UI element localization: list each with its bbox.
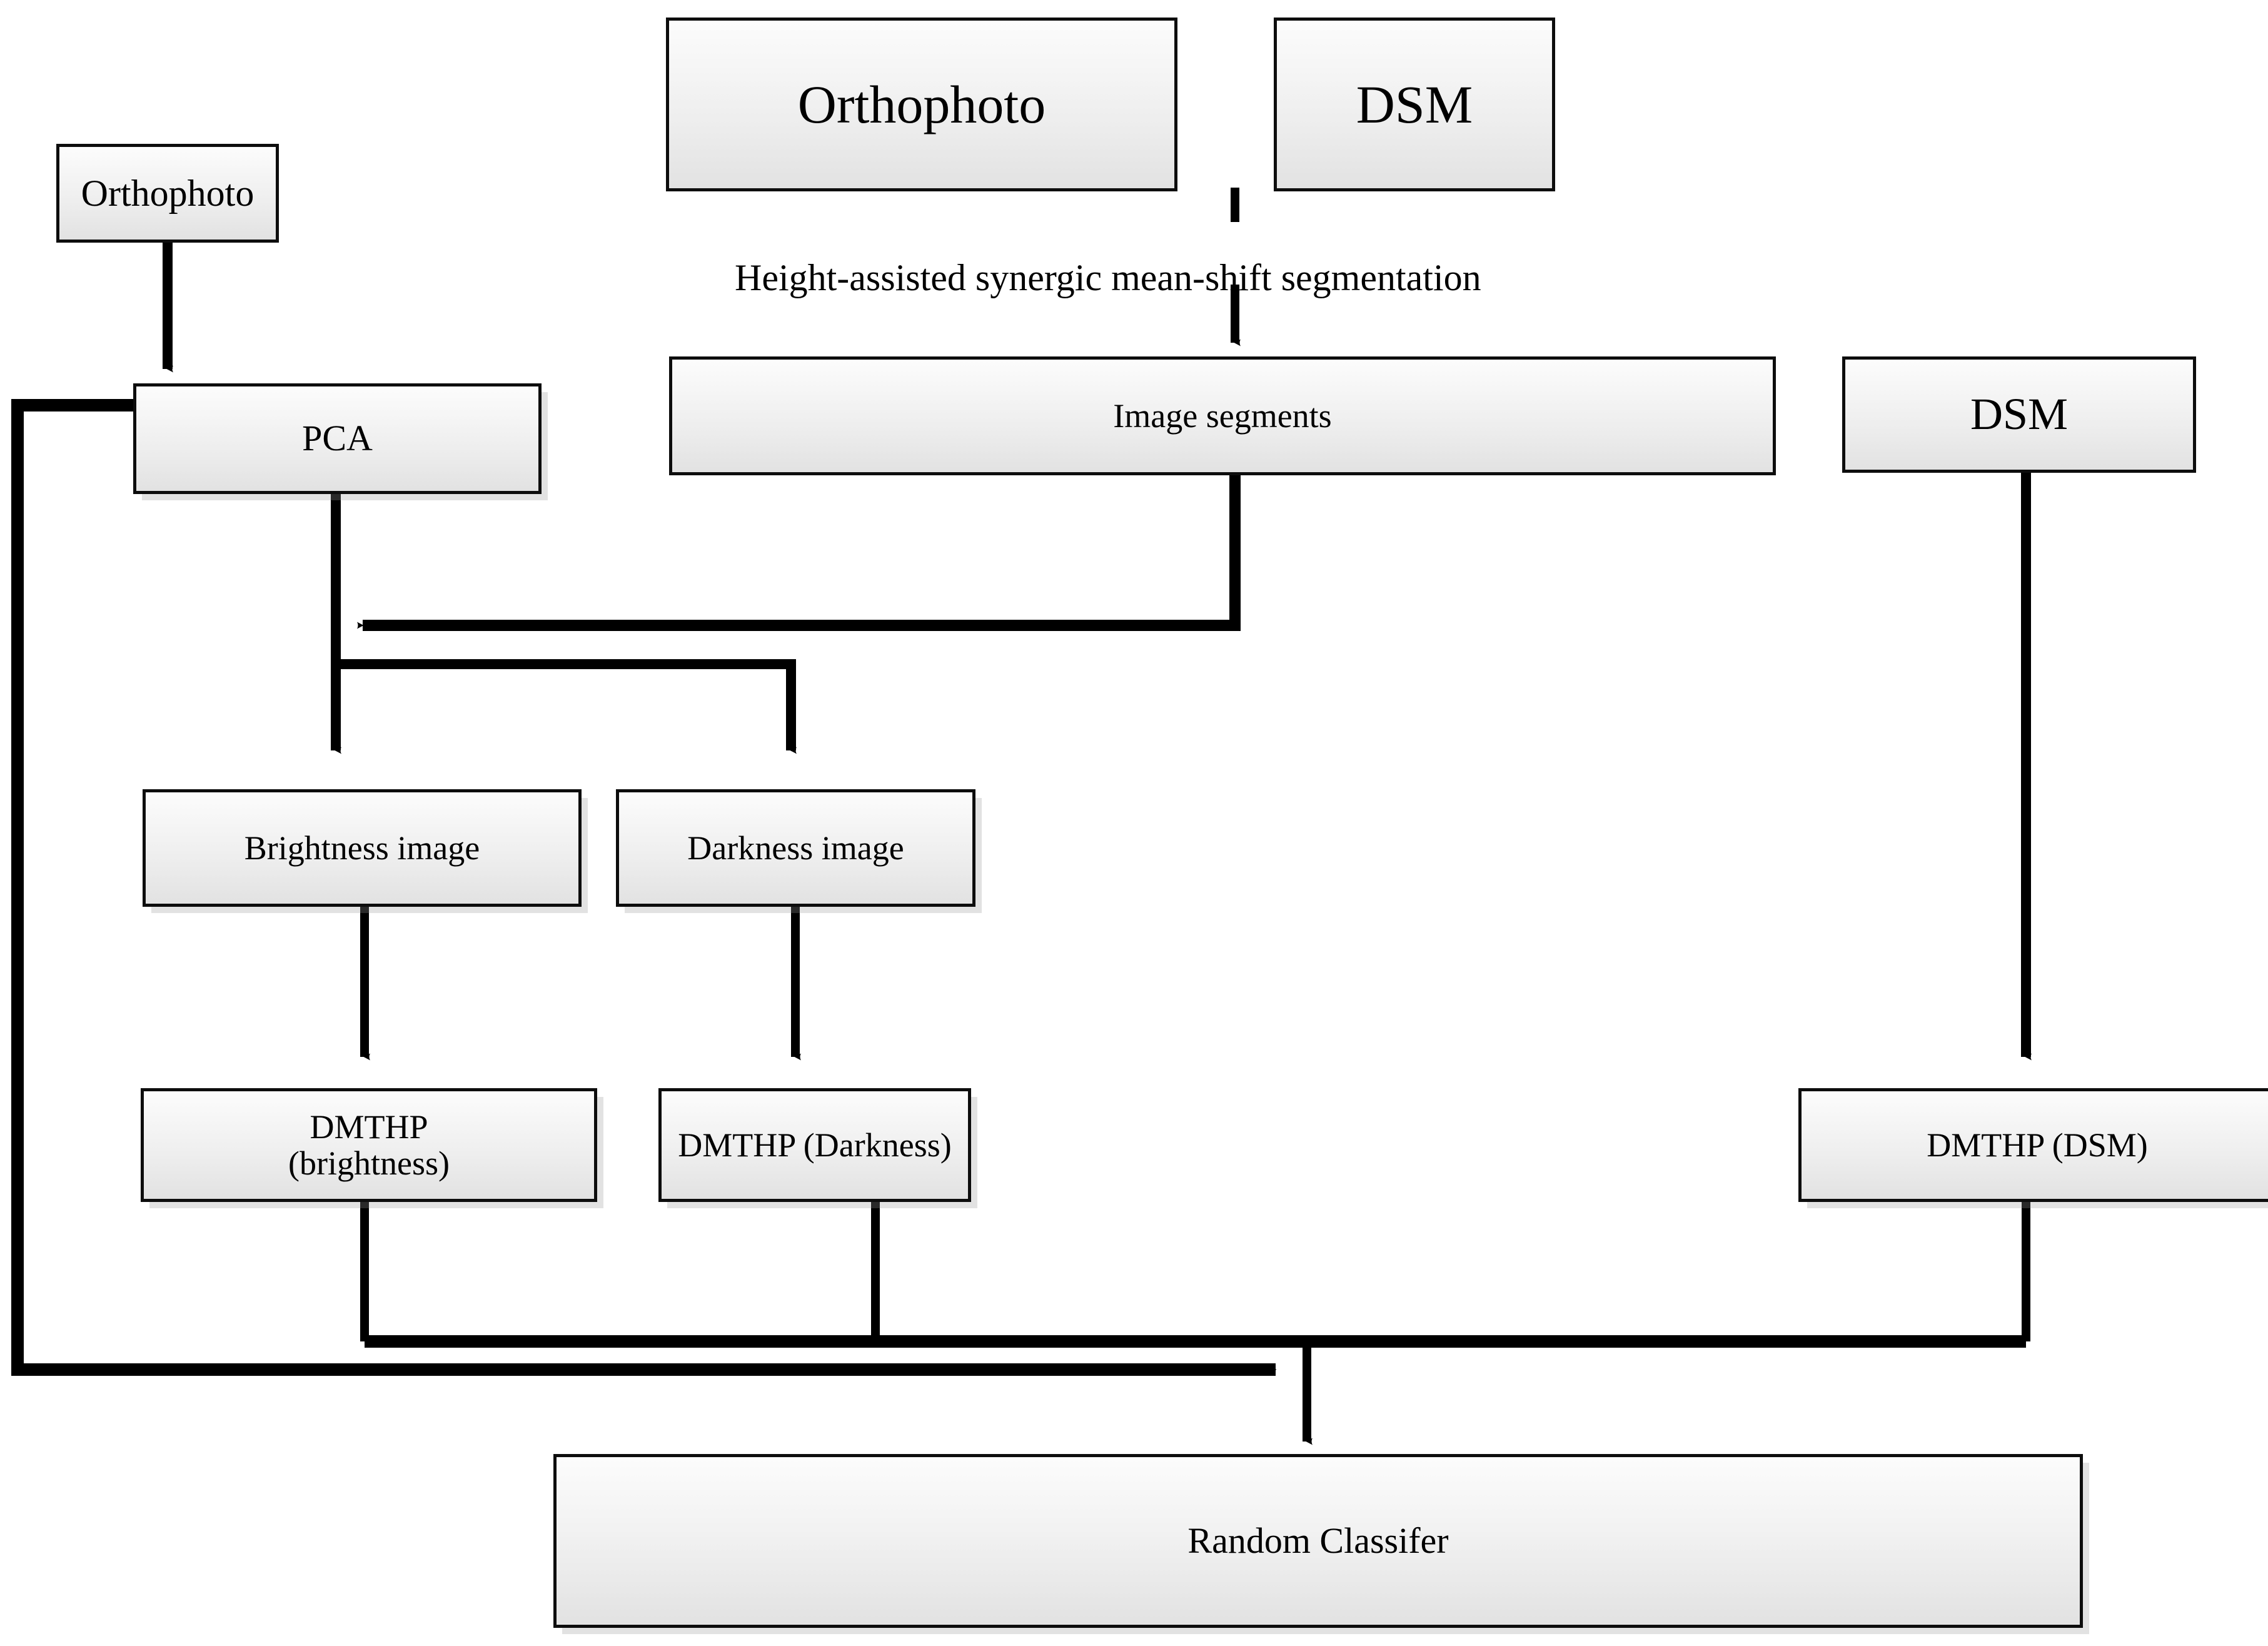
node-orthophoto-left[interactable]: Orthophoto <box>56 144 279 243</box>
node-dsm-right[interactable]: DSM <box>1842 356 2196 473</box>
node-dmthp-darkness[interactable]: DMTHP (Darkness) <box>658 1088 971 1202</box>
node-dsm-top[interactable]: DSM <box>1274 18 1555 191</box>
node-orthophoto-top[interactable]: Orthophoto <box>666 18 1177 191</box>
node-dmthp-brightness[interactable]: DMTHP (brightness) <box>141 1088 597 1202</box>
node-brightness-image[interactable]: Brightness image <box>143 789 582 907</box>
edge-image-segments-to-pca-trunk <box>357 475 1241 631</box>
node-pca[interactable]: PCA <box>133 383 542 494</box>
edge-split-to-darkness-image <box>336 659 797 754</box>
node-dmthp-dsm[interactable]: DMTHP (DSM) <box>1798 1088 2268 1202</box>
edge-label-segmentation: Height-assisted synergic mean-shift segm… <box>735 257 1481 298</box>
node-darkness-image[interactable]: Darkness image <box>616 789 975 907</box>
edge-dmthp-outputs-bus <box>360 1202 2030 1445</box>
edge-pca-left-rail-to-bus <box>11 399 1277 1376</box>
node-image-segments[interactable]: Image segments <box>669 356 1776 475</box>
node-random-classifer[interactable]: Random Classifer <box>553 1454 2083 1628</box>
